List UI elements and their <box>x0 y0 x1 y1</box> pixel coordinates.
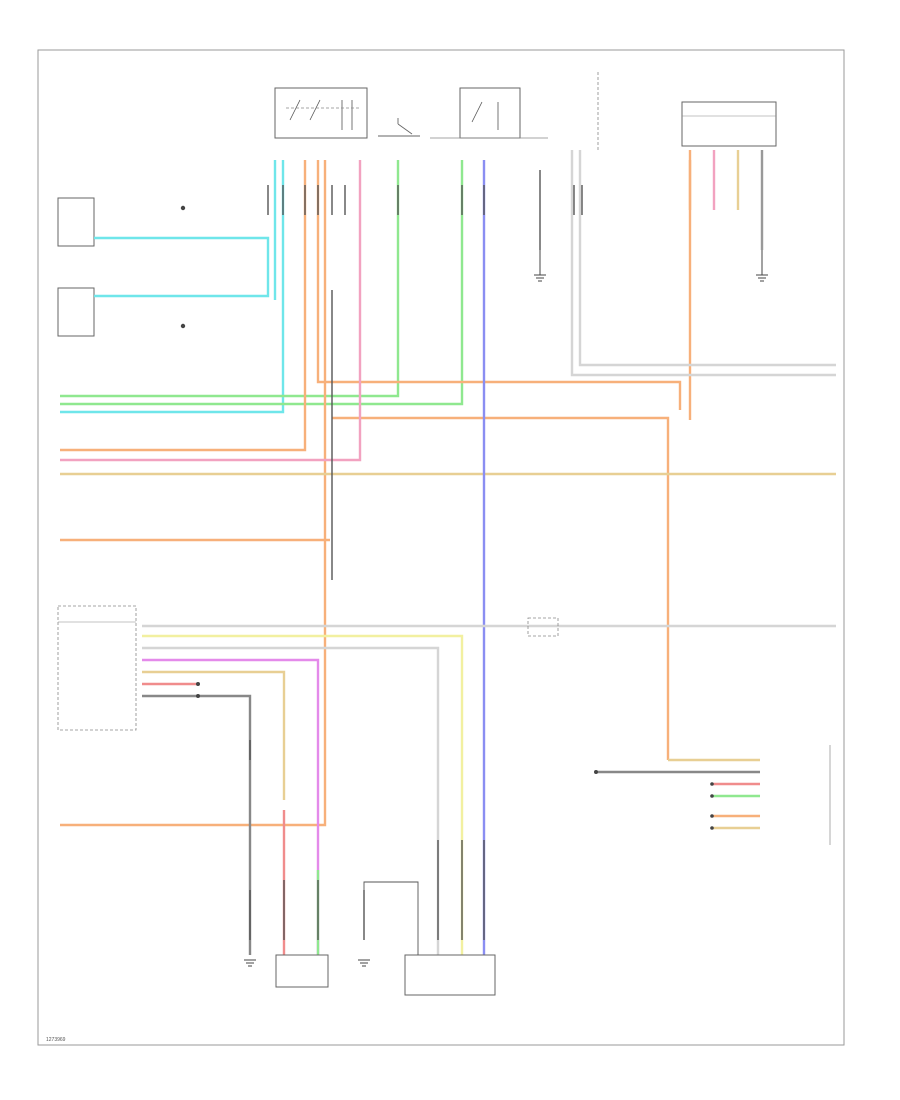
heater-component-lower <box>57 287 95 337</box>
connector-marks <box>249 170 583 940</box>
wire-gray-1 <box>570 150 836 377</box>
ground-symbols <box>244 250 768 967</box>
wire-cyan-1 <box>94 236 270 298</box>
relay-switch <box>378 118 420 137</box>
wire-green-1 <box>60 160 400 398</box>
wire-gray-2 <box>578 150 836 367</box>
pump-component-bottom <box>363 881 496 996</box>
wire-orange-1 <box>60 160 307 452</box>
wire-green-2 <box>60 160 464 406</box>
wire-pink-1 <box>60 160 362 462</box>
control-unit-left <box>57 605 137 731</box>
control-module-top-right <box>681 101 777 147</box>
wire-magenta-1 <box>142 658 320 955</box>
main-relay <box>274 87 368 139</box>
diagram-frame <box>37 49 845 1046</box>
wire-orange-5 <box>332 416 670 760</box>
electric-water-pump-relay <box>430 87 548 139</box>
sensor-component-bottom <box>275 954 329 988</box>
splice-dots <box>180 205 714 830</box>
junction-right-mid <box>527 617 559 637</box>
wire-cyan-3 <box>60 160 285 414</box>
wire-orange-3 <box>60 160 327 827</box>
wire-orange-2 <box>316 160 682 410</box>
wire-dark-1 <box>142 694 252 955</box>
wire-tan-2 <box>142 670 286 800</box>
wire-gray-4 <box>142 646 440 955</box>
diagram-footer-code: 1273969 <box>46 1037 66 1043</box>
heater-component-upper <box>57 197 95 247</box>
